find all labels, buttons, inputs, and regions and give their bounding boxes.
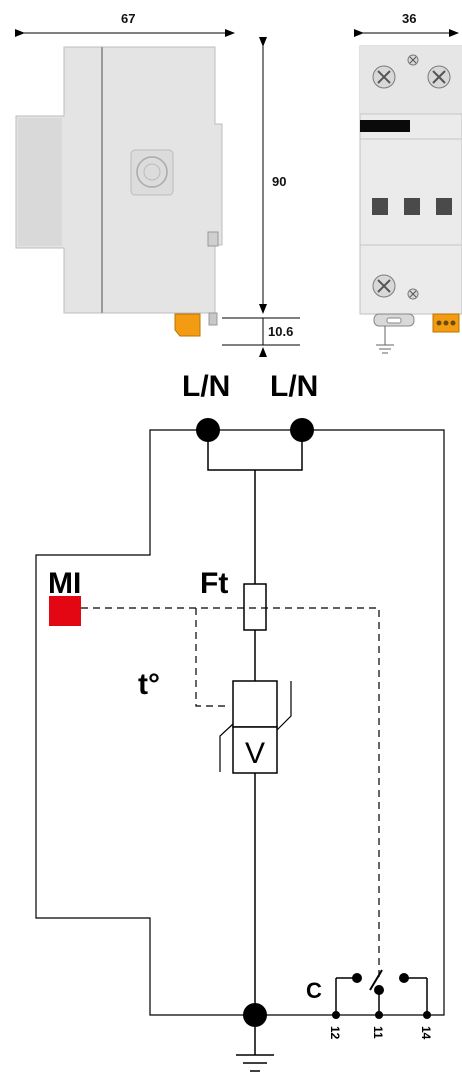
terminal-14-label: 14 [419,1026,433,1040]
screw-icon [372,274,396,298]
small-screw-icon [407,288,419,300]
indicator-label: MI [48,567,81,600]
width-dimension-side: 67 [15,11,235,37]
enclosure-outline [35,429,445,1016]
screw-icon [427,65,451,89]
contact-label: C [306,978,322,1003]
width-side-label: 67 [121,11,135,26]
height-dimension: 90 [259,37,286,314]
indicator-icon [49,596,81,626]
schematic: L/N L/N Ft MI t° V [35,370,445,1072]
ground-symbol [236,1027,274,1072]
small-screw-icon [407,54,419,66]
linkage-dashed [81,607,380,982]
terminal-block-icon [174,313,201,337]
width-front-label: 36 [402,11,416,26]
varistor-label: V [245,737,265,770]
thermal-symbol [232,680,278,728]
input-label-right: L/N [270,370,318,403]
status-window-icon [360,120,410,132]
front-view-housing [359,45,462,354]
width-dimension-front: 36 [354,11,459,37]
terminal-height-dimension: 10.6 [222,317,300,357]
slot-icon [404,198,420,215]
ground-terminal [243,1003,267,1027]
logo-icon [136,156,168,188]
fuse-symbol [243,583,267,631]
terminal-height-label: 10.6 [268,324,293,339]
terminal-12-label: 12 [328,1026,342,1040]
ground-symbol-front [376,326,394,354]
screw-icon [372,65,396,89]
slot-icon [372,198,388,215]
slot-icon [436,198,452,215]
terminal-11-label: 11 [371,1026,385,1039]
remote-contact: C 12 11 14 [306,969,433,1040]
thermal-label: t° [138,668,160,701]
height-label: 90 [272,174,286,189]
thermal-dashed [195,608,230,707]
input-label-left: L/N [182,370,230,403]
side-view-housing [15,46,223,337]
fuse-label: Ft [200,567,228,600]
